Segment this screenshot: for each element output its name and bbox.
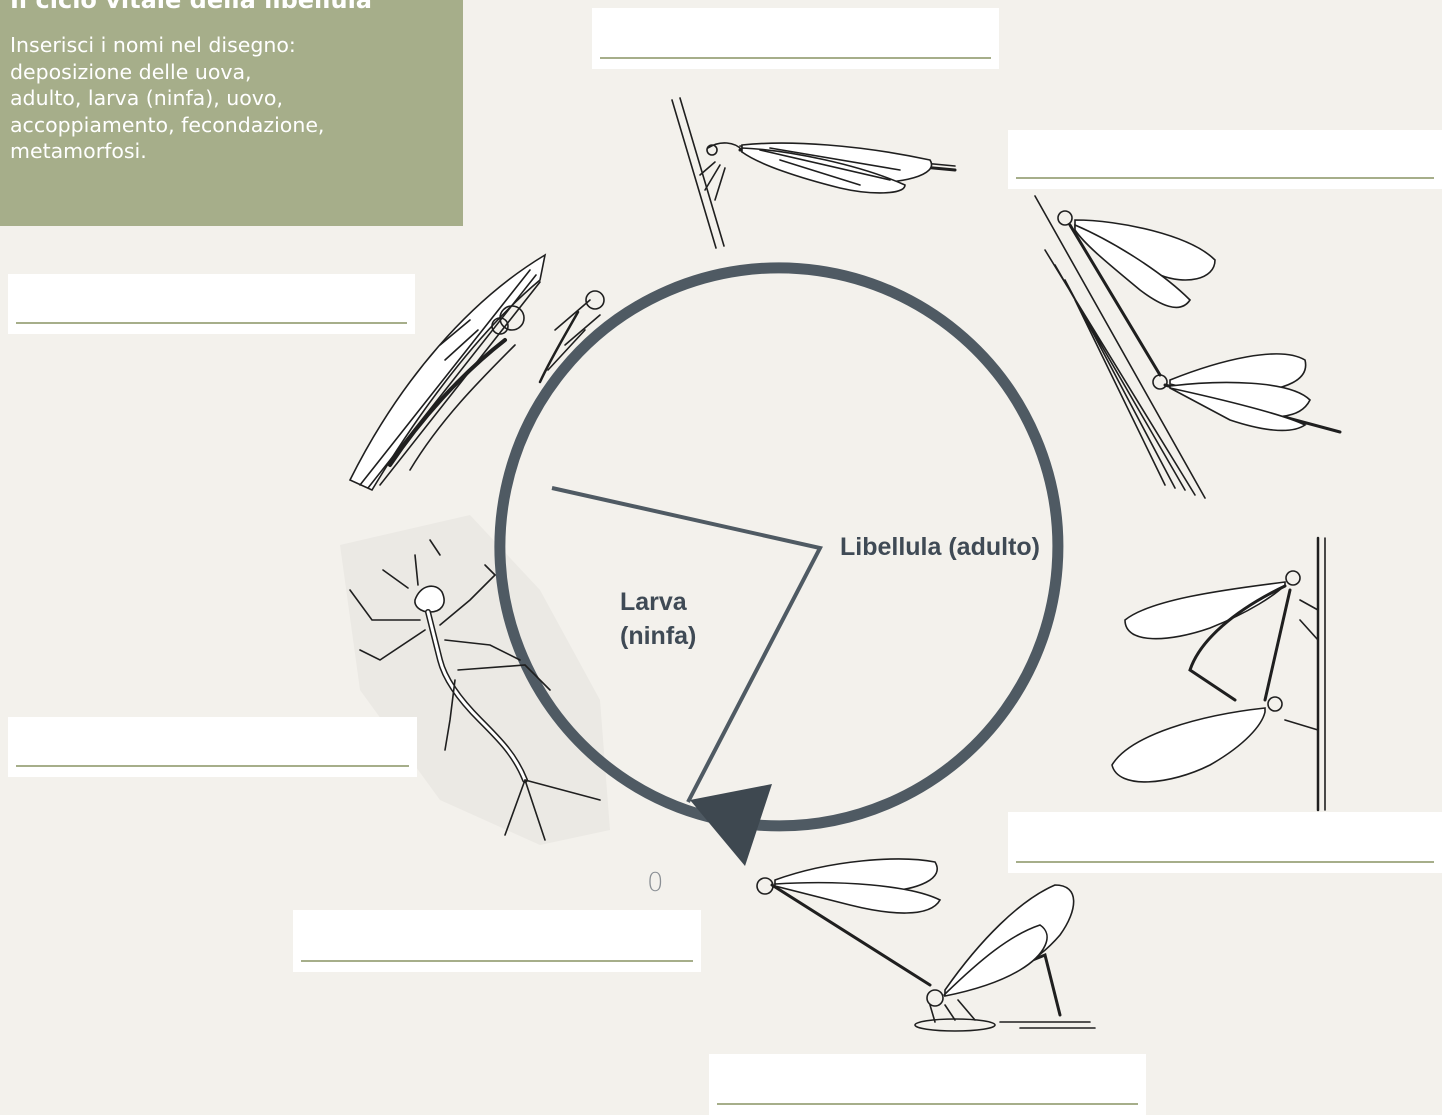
answer-field-right-bottom[interactable]	[1008, 812, 1442, 873]
answer-underline	[717, 1103, 1138, 1105]
answer-field-right-top[interactable]	[1008, 130, 1442, 189]
answer-field-left-middle[interactable]	[8, 717, 417, 777]
pair-on-stem-illustration	[1112, 538, 1325, 810]
answer-field-left-top[interactable]	[8, 274, 415, 334]
answer-underline	[600, 57, 991, 59]
answer-field-top[interactable]	[592, 8, 999, 69]
answer-underline	[1016, 177, 1434, 179]
answer-underline	[16, 765, 409, 767]
answer-field-bottom-left[interactable]	[293, 910, 701, 972]
answer-field-bottom[interactable]	[709, 1054, 1146, 1115]
adult-label: Libellula (adulto)	[840, 533, 1040, 561]
mating-pair-illustration	[1035, 196, 1340, 498]
larva-label-line2: (ninfa)	[620, 622, 696, 650]
damselfly-resting-illustration	[672, 98, 955, 248]
egg-laying-illustration	[757, 859, 1095, 1031]
answer-underline	[1016, 861, 1434, 863]
answer-underline	[301, 960, 693, 962]
larva-background	[340, 515, 610, 845]
answer-underline	[16, 322, 407, 324]
egg-mark: 0	[647, 868, 664, 898]
larva-label-line1: Larva	[620, 588, 688, 616]
